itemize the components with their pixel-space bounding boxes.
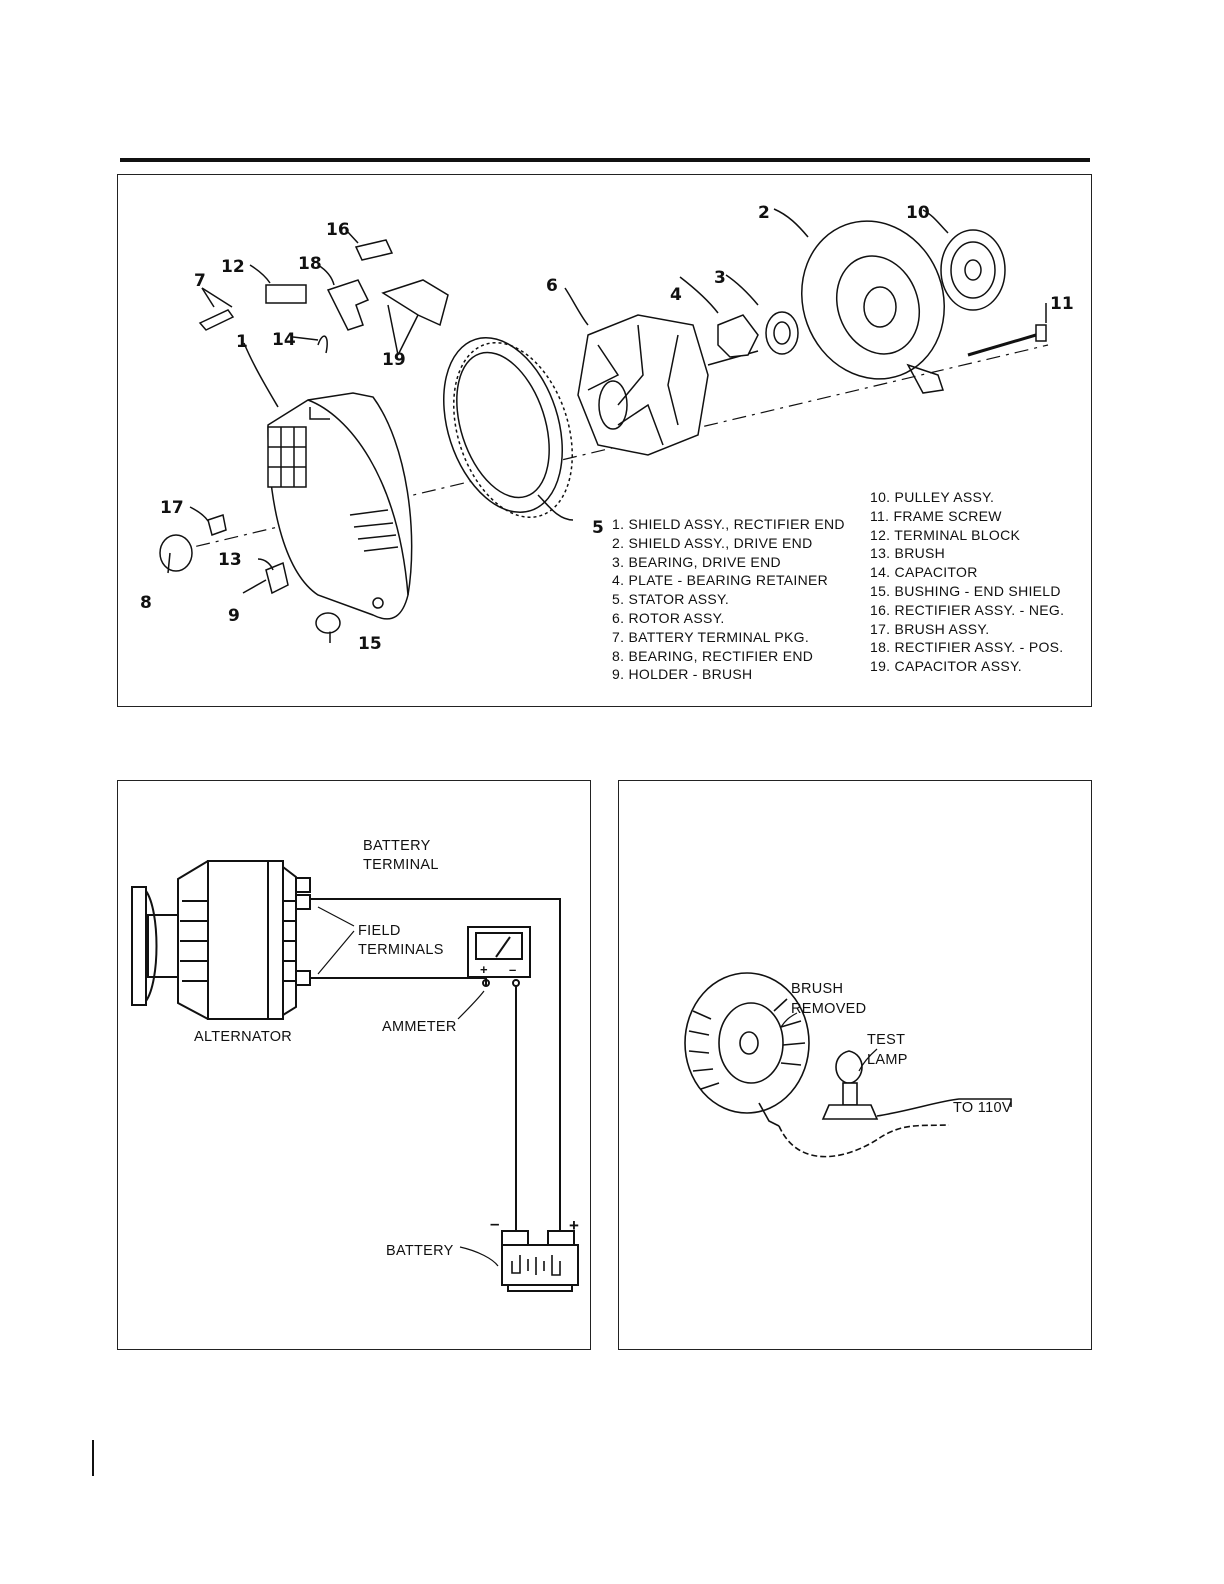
legend-item: 3. BEARING, DRIVE END <box>612 553 781 570</box>
callout-13: 13 <box>218 550 242 570</box>
legend-item: 16. RECTIFIER ASSY. - NEG. <box>870 601 1065 618</box>
margin-bar <box>92 1440 94 1476</box>
callout-1: 1 <box>236 332 248 352</box>
part-10-pulley <box>940 229 1006 311</box>
to-110v-label: TO 110V <box>953 1100 1012 1116</box>
alternator-label: ALTERNATOR <box>194 1029 292 1045</box>
callout-2: 2 <box>758 203 770 223</box>
callout-6: 6 <box>546 276 558 296</box>
part-2-drive-end-shield <box>801 220 945 394</box>
callout-10: 10 <box>906 203 930 223</box>
legend-item: 9. HOLDER - BRUSH <box>612 666 753 683</box>
rectifier-end-shield <box>684 972 810 1127</box>
part-15-bushing <box>315 612 341 634</box>
battery-symbol <box>501 1230 579 1292</box>
part-3-bearing <box>765 311 799 355</box>
ammeter-negative-sign: – <box>509 962 517 977</box>
test-lamp <box>821 1050 879 1120</box>
legend-item: 4. PLATE - BEARING RETAINER <box>612 572 829 589</box>
callout-7: 7 <box>194 271 206 291</box>
legend-item: 17. BRUSH ASSY. <box>870 620 990 637</box>
part-18-positive-rectifier <box>326 279 370 331</box>
callout-14: 14 <box>272 330 296 350</box>
wiring-diagram-drawing: BATTERY TERMINAL FIELD TERMINALS ALTERNA… <box>131 838 579 1292</box>
callout-4: 4 <box>670 285 682 305</box>
part-4-retainer-plate <box>717 314 759 358</box>
legend-item: 7. BATTERY TERMINAL PKG. <box>612 628 810 645</box>
field-terminals-label: TERMINALS <box>358 942 444 958</box>
part-12-terminal-block <box>265 284 307 304</box>
part-14-capacitor <box>317 335 328 354</box>
callout-5: 5 <box>592 518 604 538</box>
alternator-body <box>177 860 297 1020</box>
part-11-frame-screw <box>967 324 1047 357</box>
brush-removed-label: BRUSH <box>791 981 843 997</box>
test-lamp-label: LAMP <box>867 1052 908 1068</box>
test-lead-wire <box>778 1124 950 1158</box>
legend-item: 14. CAPACITOR <box>870 564 978 581</box>
supply-lead-wire <box>876 1098 1012 1117</box>
test-lamp-label: TEST <box>867 1032 905 1048</box>
legend-item: 5. STATOR ASSY. <box>612 591 730 608</box>
callout-19: 19 <box>382 350 406 370</box>
battery-terminal-label: BATTERY <box>363 838 431 854</box>
parts-legend-left: 1. SHIELD ASSY., RECTIFIER END 2. SHIELD… <box>612 515 845 684</box>
exploded-view-panel: 1 2 3 4 5 6 7 8 9 10 11 12 13 14 15 16 1… <box>117 174 1092 707</box>
ammeter-positive-sign: + <box>480 962 488 977</box>
brush-removed-label: REMOVED <box>791 1001 866 1017</box>
part-17-brush-assembly <box>207 514 227 536</box>
legend-item: 8. BEARING, RECTIFIER END <box>612 647 814 664</box>
callout-15: 15 <box>358 634 382 654</box>
part-1-rectifier-end-shield <box>267 392 413 620</box>
exploded-view-drawing: 1 2 3 4 5 6 7 8 9 10 11 12 13 14 15 16 1… <box>140 203 1074 654</box>
legend-item: 12. TERMINAL BLOCK <box>870 526 1021 543</box>
legend-item: 10. PULLEY ASSY. <box>870 489 995 505</box>
callout-12: 12 <box>221 257 245 277</box>
field-terminal-top <box>295 894 311 910</box>
legend-item: 13. BRUSH <box>870 545 946 562</box>
battery-terminal-label: TERMINAL <box>363 857 439 873</box>
legend-item: 15. BUSHING - END SHIELD <box>870 582 1061 599</box>
callout-17: 17 <box>160 498 184 518</box>
parts-legend-right: 10. PULLEY ASSY. 11. FRAME SCREW 12. TER… <box>870 488 1064 676</box>
legend-item: 11. FRAME SCREW <box>870 507 1002 524</box>
ammeter-label: AMMETER <box>382 1019 457 1035</box>
part-8-bearing <box>159 534 193 572</box>
part-16-negative-rectifier <box>354 239 394 261</box>
battery-positive-sign: + <box>569 1216 579 1235</box>
wiring-diagram-panel: BATTERY TERMINAL FIELD TERMINALS ALTERNA… <box>117 780 591 1350</box>
test-lamp-panel: BRUSH REMOVED TEST LAMP TO 110V <box>618 780 1092 1350</box>
legend-item: 19. CAPACITOR ASSY. <box>870 658 1022 675</box>
battery-terminal-stud <box>295 877 311 893</box>
callout-9: 9 <box>228 606 240 626</box>
header-rule <box>120 158 1090 162</box>
part-7-battery-terminal <box>198 309 235 331</box>
legend-item: 18. RECTIFIER ASSY. - POS. <box>870 639 1064 656</box>
legend-item: 6. ROTOR ASSY. <box>612 609 725 626</box>
alternator-pulley <box>131 886 179 1006</box>
legend-item: 2. SHIELD ASSY., DRIVE END <box>612 534 813 551</box>
wire-battery-positive <box>310 898 561 1231</box>
battery-label: BATTERY <box>386 1243 454 1259</box>
part-9-brush-holder <box>265 561 289 595</box>
callout-18: 18 <box>298 254 322 274</box>
callout-11: 11 <box>1050 294 1074 314</box>
test-lamp-drawing: BRUSH REMOVED TEST LAMP TO 110V <box>684 972 1012 1158</box>
field-terminals-label: FIELD <box>358 923 401 939</box>
field-terminal-bottom <box>295 970 311 986</box>
callout-3: 3 <box>714 268 726 288</box>
battery-negative-sign: – <box>490 1214 500 1233</box>
callout-16: 16 <box>326 220 350 240</box>
ammeter <box>467 926 531 987</box>
part-5-stator <box>443 336 573 519</box>
legend-item: 1. SHIELD ASSY., RECTIFIER END <box>612 516 845 532</box>
part-19-capacitor-assembly <box>381 279 449 327</box>
part-6-rotor <box>577 314 759 456</box>
callout-8: 8 <box>140 593 152 613</box>
